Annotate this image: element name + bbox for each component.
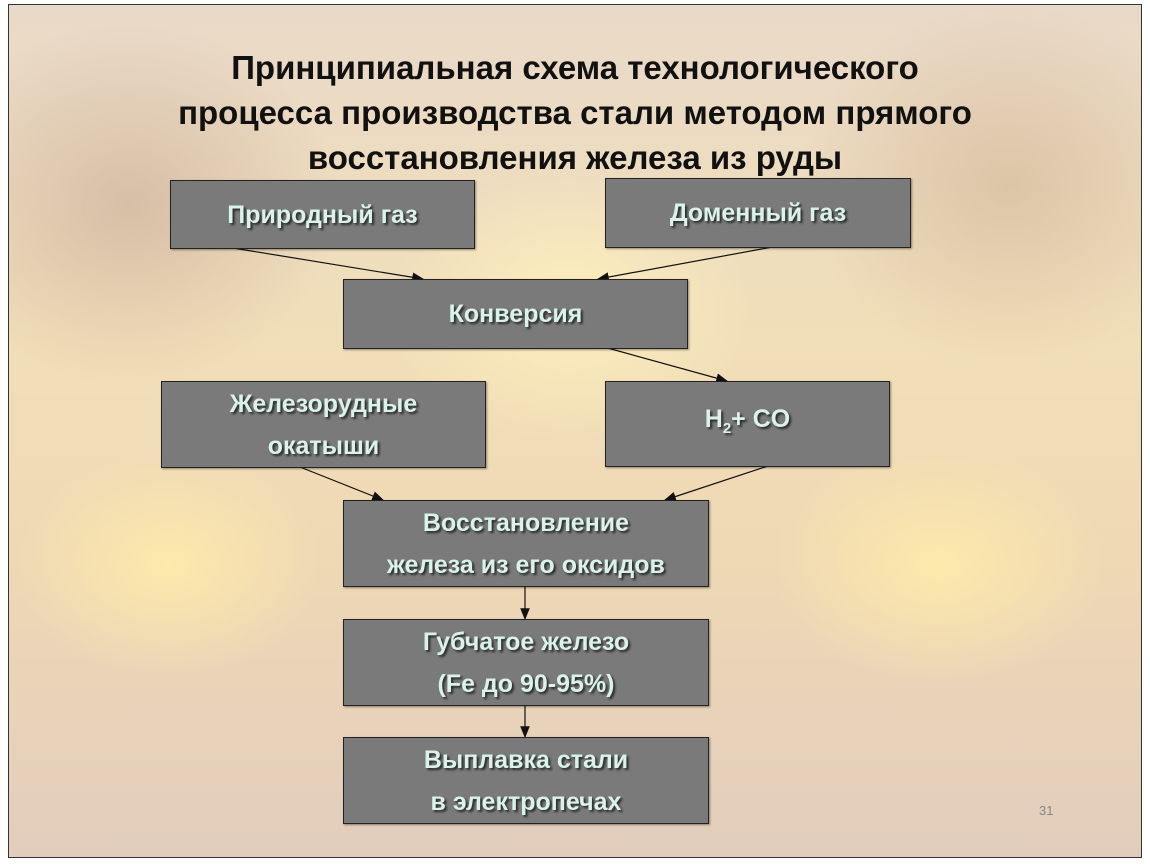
title-line: Принципиальная схема технологического: [231, 49, 919, 86]
arrow-natural-gas-to-conversion: [232, 247, 425, 282]
box-label: Природный газ: [227, 200, 418, 229]
page-number: 31: [1039, 803, 1054, 818]
arrow-blast-gas-to-conversion: [596, 245, 779, 282]
box-label: Губчатое железо: [422, 627, 630, 656]
box-label: Железорудные: [229, 389, 418, 418]
box-label: (Fe до 90-95%): [437, 669, 615, 698]
co-text: + CO: [731, 405, 791, 433]
box-conversion: Конверсия: [343, 279, 688, 349]
slide-title: Принципиальная схема технологического пр…: [9, 45, 1141, 180]
box-blast-furnace-gas: Доменный газ: [605, 178, 911, 248]
box-label: Восстановление: [422, 508, 630, 537]
box-label: Доменный газ: [669, 199, 847, 227]
box-iron-pellets: Железорудные окатыши: [161, 381, 486, 468]
box-label: Конверсия: [448, 300, 583, 328]
title-line: восстановления железа из руды: [307, 139, 843, 176]
arrow-pellets-to-reduction: [299, 466, 385, 501]
h-text: H: [704, 405, 723, 433]
box-reduction: Восстановление железа из его оксидов: [343, 500, 709, 587]
box-label: H2+ CO: [705, 398, 790, 450]
box-steel-melting: Выплавка стали в электропечах: [343, 737, 709, 824]
subscript: 2: [722, 420, 732, 437]
box-label: Выплавка стали: [423, 745, 629, 774]
box-sponge-iron: Губчатое железо (Fe до 90-95%): [343, 619, 709, 706]
title-line: процесса производства стали методом прям…: [178, 94, 972, 131]
arrow-conversion-to-h2co: [603, 346, 729, 383]
box-h2-co: H2+ CO: [605, 381, 890, 467]
arrow-h2co-to-reduction: [663, 465, 769, 502]
box-label: в электропечах: [430, 787, 622, 816]
box-label: окатыши: [267, 431, 380, 460]
box-natural-gas: Природный газ: [170, 180, 475, 249]
box-label: железа из его оксидов: [387, 550, 665, 579]
